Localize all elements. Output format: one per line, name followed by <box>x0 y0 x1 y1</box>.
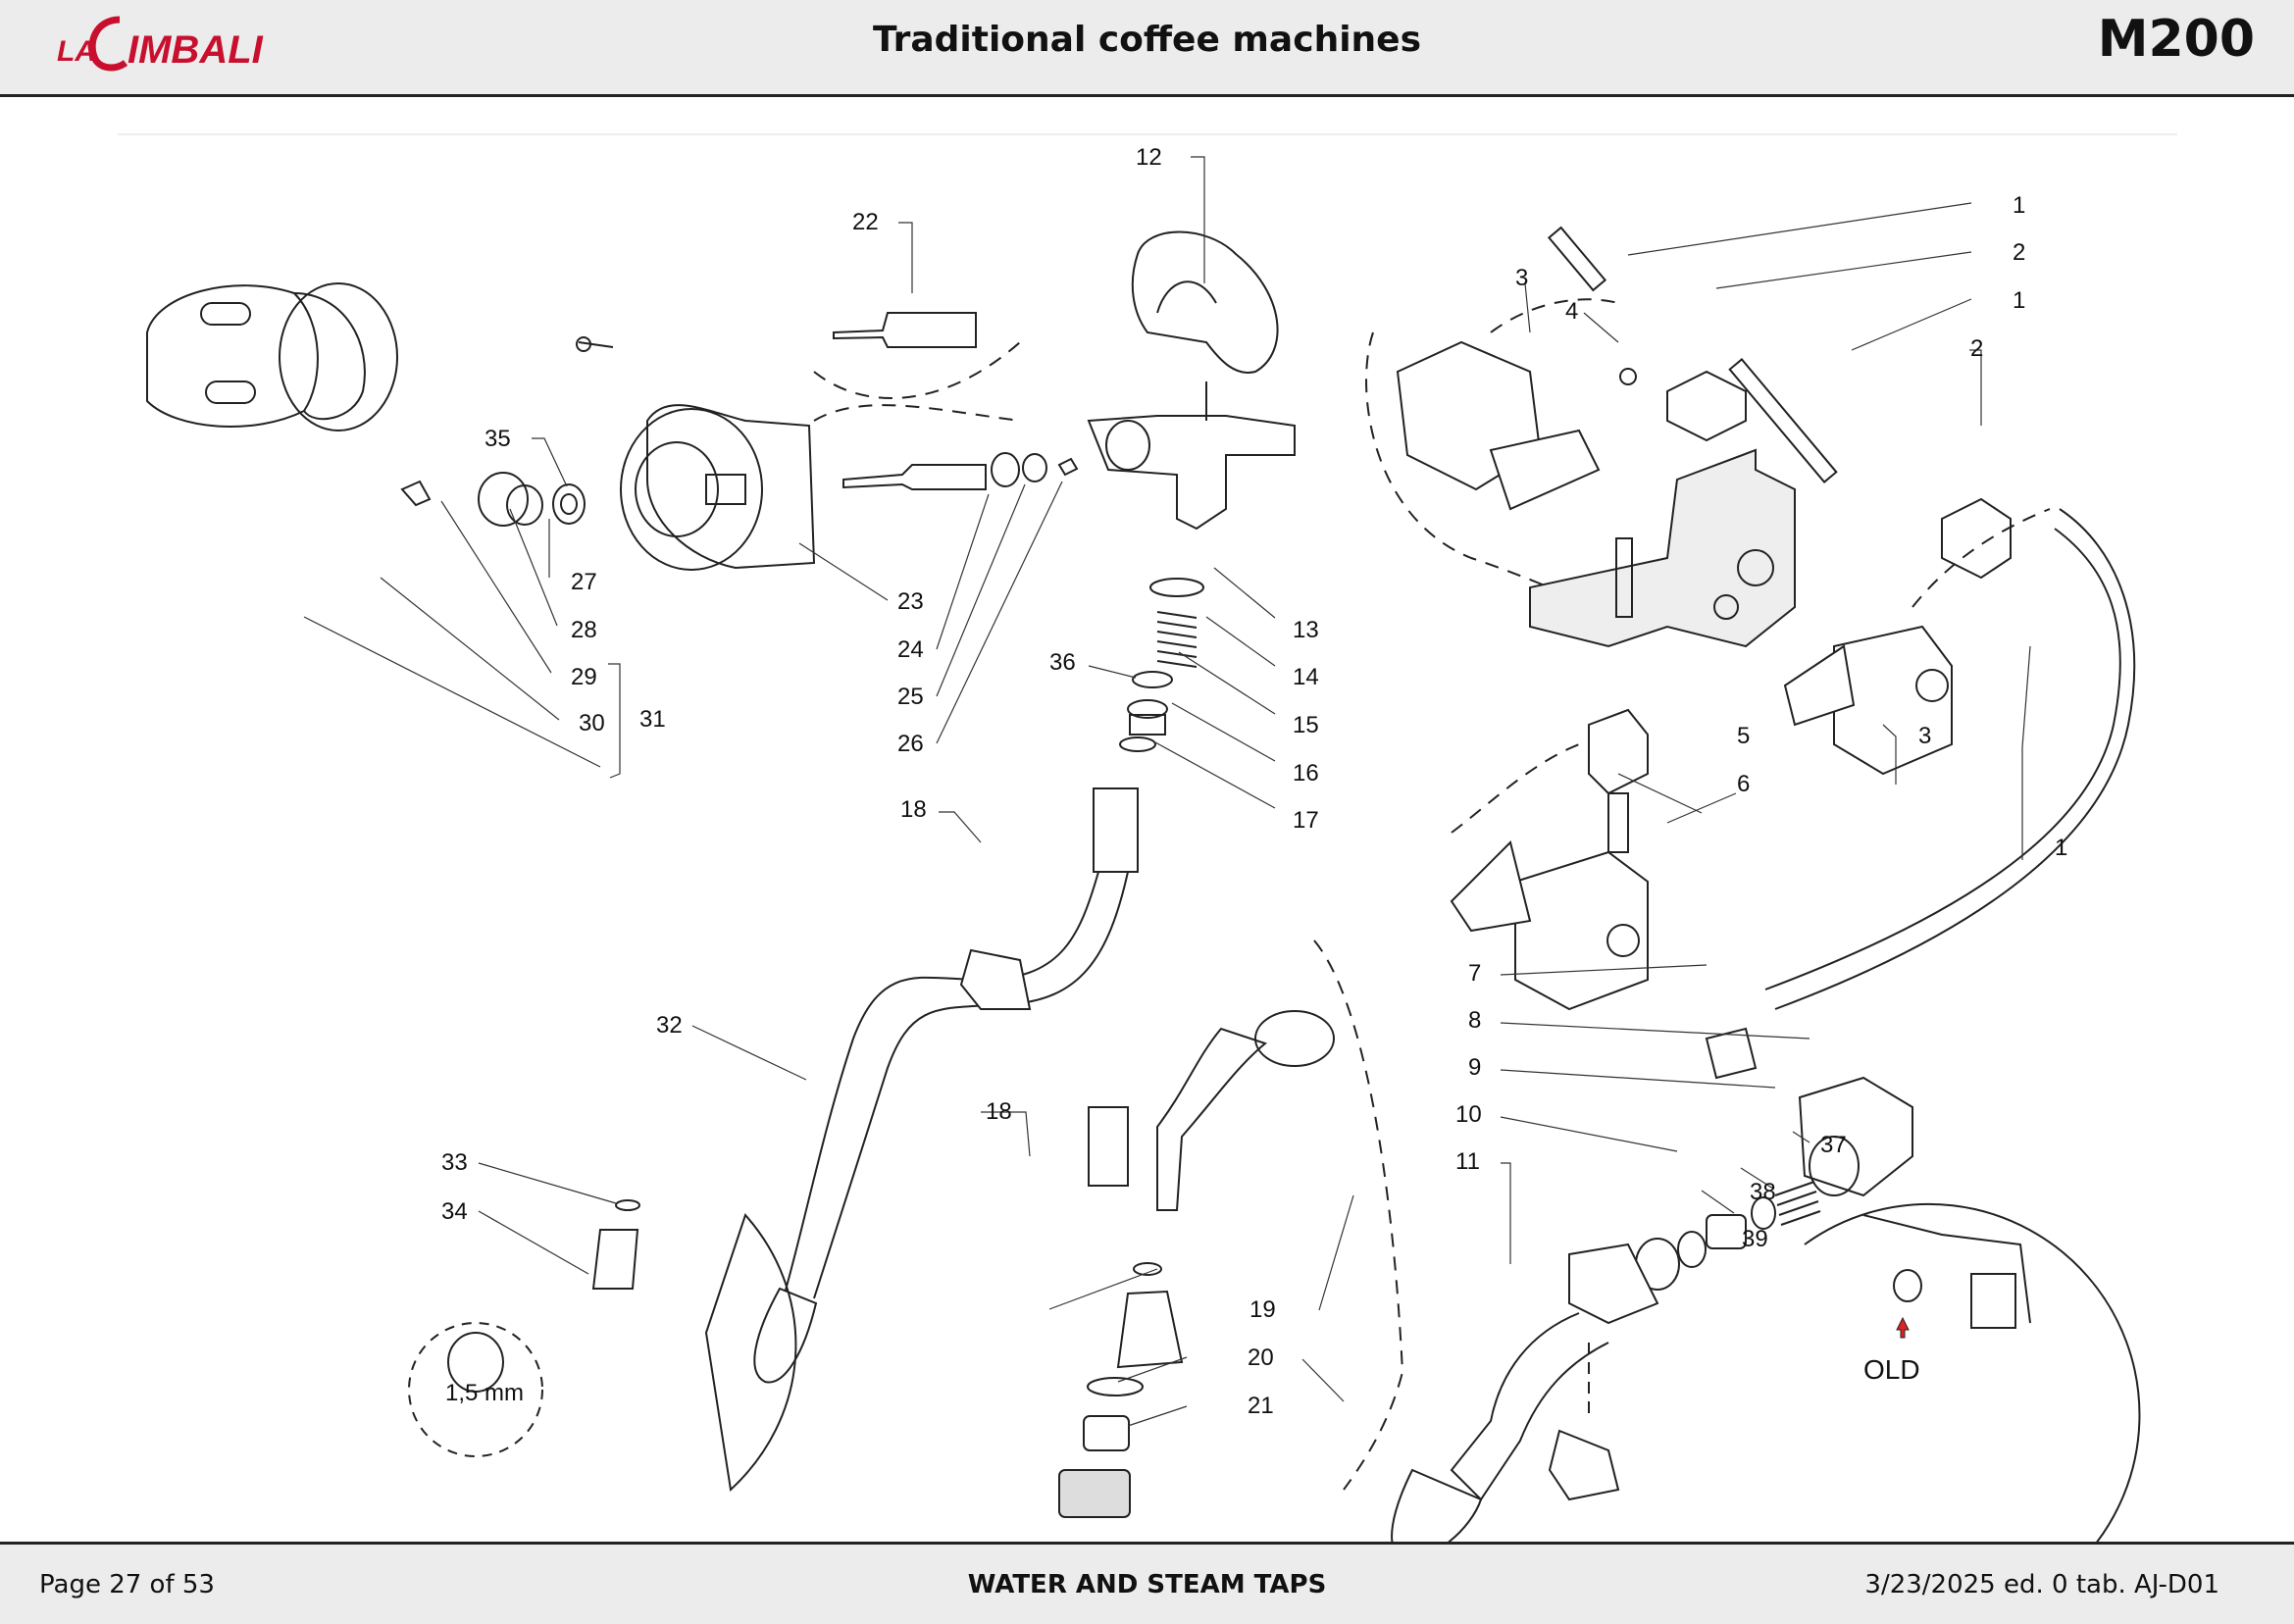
svg-text:19: 19 <box>1249 1296 1276 1323</box>
svg-text:31: 31 <box>639 706 666 733</box>
old-hole-arrow-icon <box>1896 1316 1910 1339</box>
steam-wand <box>753 787 1139 1384</box>
svg-text:22: 22 <box>852 209 879 235</box>
svg-text:9: 9 <box>1468 1054 1481 1081</box>
svg-text:20: 20 <box>1248 1345 1274 1371</box>
page-number: Page 27 of 53 <box>39 1570 215 1599</box>
svg-text:28: 28 <box>571 617 597 643</box>
tap-body <box>620 404 816 571</box>
model-name: M200 <box>2097 10 2255 69</box>
svg-text:IMBALI: IMBALI <box>127 28 264 72</box>
svg-text:11: 11 <box>1455 1148 1480 1175</box>
page-title: Traditional coffee machines <box>872 20 1422 60</box>
exploded-parts-diagram: 1 2 1 2 3 4 3 5 6 1 7 8 9 10 11 12 13 14… <box>118 133 2177 1542</box>
svg-text:7: 7 <box>1468 960 1481 987</box>
svg-text:27: 27 <box>571 569 597 595</box>
svg-text:16: 16 <box>1293 760 1319 787</box>
svg-text:37: 37 <box>1820 1132 1847 1158</box>
brand-logo: LA IMBALI <box>57 16 264 72</box>
svg-text:21: 21 <box>1248 1393 1274 1419</box>
svg-text:23: 23 <box>897 588 924 615</box>
hole-size-note: 1,5 mm <box>445 1380 524 1406</box>
svg-text:18: 18 <box>986 1098 1012 1125</box>
svg-text:17: 17 <box>1293 807 1319 834</box>
svg-text:3: 3 <box>1515 265 1528 291</box>
svg-text:13: 13 <box>1293 617 1319 643</box>
svg-text:1: 1 <box>2013 287 2025 314</box>
svg-text:5: 5 <box>1737 723 1750 749</box>
svg-text:12: 12 <box>1136 144 1162 171</box>
svg-text:24: 24 <box>897 636 924 663</box>
svg-text:8: 8 <box>1468 1007 1481 1034</box>
svg-text:1: 1 <box>2055 835 2067 861</box>
svg-text:25: 25 <box>897 684 924 710</box>
edition-info: 3/23/2025 ed. 0 tab. AJ-D01 <box>1864 1570 2219 1599</box>
section-title: WATER AND STEAM TAPS <box>967 1570 1327 1599</box>
svg-text:14: 14 <box>1293 664 1319 690</box>
svg-text:2: 2 <box>1970 335 1983 362</box>
svg-text:4: 4 <box>1565 298 1578 325</box>
svg-text:1: 1 <box>2013 192 2025 219</box>
svg-text:33: 33 <box>441 1149 468 1176</box>
svg-text:15: 15 <box>1293 712 1319 738</box>
solenoid-valve-right <box>1783 625 1953 776</box>
tap-knob <box>146 282 398 431</box>
svg-text:26: 26 <box>897 731 924 757</box>
svg-text:38: 38 <box>1750 1179 1776 1205</box>
page-header: LA IMBALI Traditional coffee machines M2… <box>0 0 2294 97</box>
svg-text:2: 2 <box>2013 239 2025 266</box>
svg-text:39: 39 <box>1742 1226 1768 1252</box>
page-footer: Page 27 of 53 WATER AND STEAM TAPS 3/23/… <box>0 1542 2294 1624</box>
svg-text:29: 29 <box>571 664 597 690</box>
svg-text:35: 35 <box>484 426 511 452</box>
svg-text:10: 10 <box>1455 1101 1482 1128</box>
svg-text:6: 6 <box>1737 771 1750 797</box>
callout-labels: 1 2 1 2 3 4 3 5 6 1 7 8 9 10 11 12 13 14… <box>441 144 2067 1419</box>
svg-text:18: 18 <box>900 796 927 823</box>
solenoid-valve-upper <box>1396 340 1637 511</box>
svg-text:32: 32 <box>656 1012 683 1039</box>
svg-text:3: 3 <box>1918 723 1931 749</box>
svg-text:34: 34 <box>441 1198 468 1225</box>
svg-text:36: 36 <box>1049 649 1076 676</box>
old-label: OLD <box>1863 1354 1920 1385</box>
svg-text:30: 30 <box>579 710 605 736</box>
